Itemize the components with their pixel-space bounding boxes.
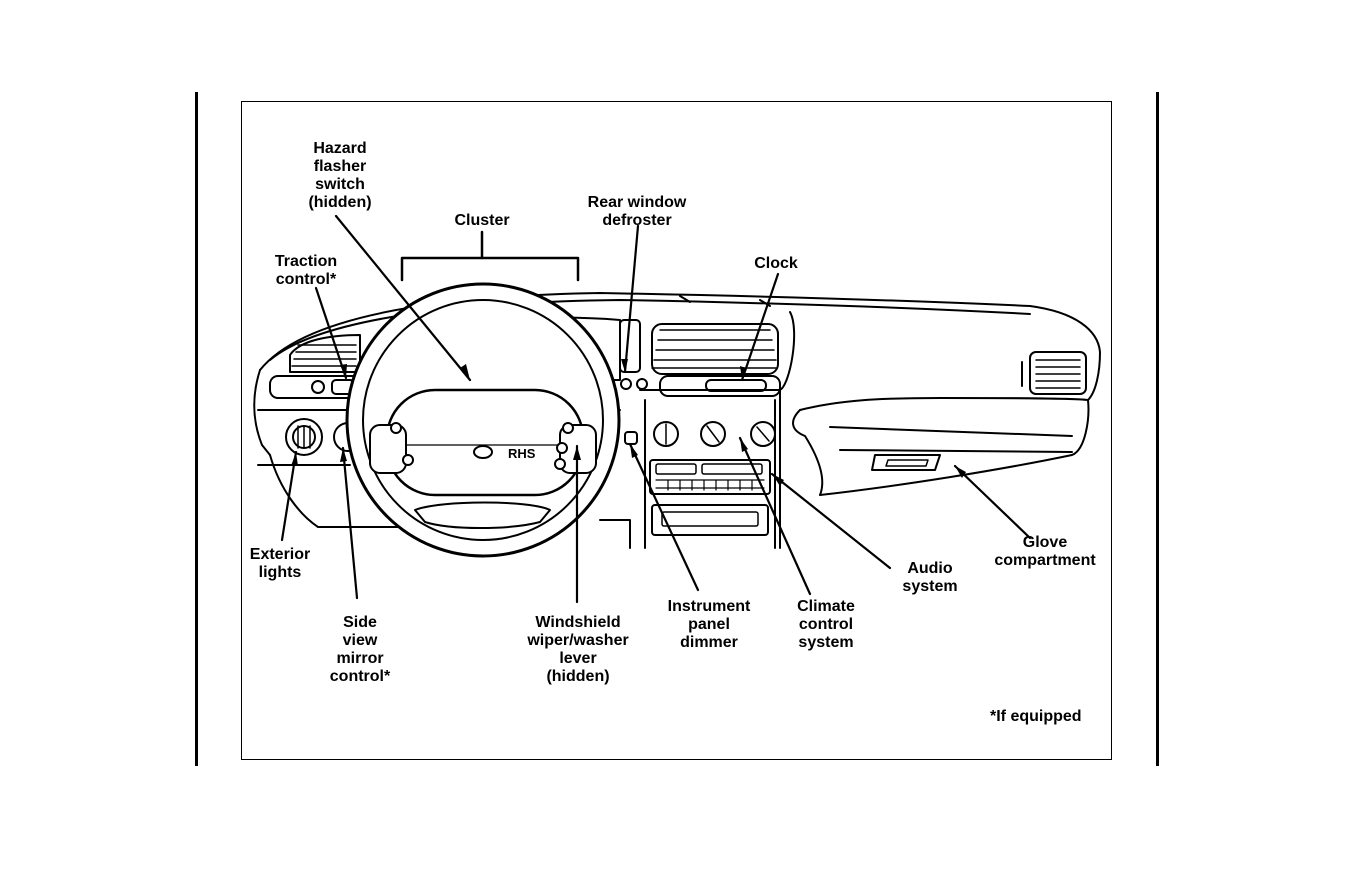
- label-clock: Clock: [740, 255, 812, 273]
- label-cluster: Cluster: [430, 212, 534, 230]
- label-instrument-panel-dimmer: Instrument panel dimmer: [656, 598, 762, 652]
- label-side-view-mirror-control: Side view mirror control*: [314, 614, 406, 686]
- steering-wheel: [347, 284, 619, 556]
- wheel-badge: RHS: [508, 446, 536, 461]
- label-hazard-flasher-switch: Hazard flasher switch (hidden): [290, 140, 390, 212]
- leader-clock: [742, 274, 778, 380]
- leader-traction: [316, 288, 346, 378]
- leader-rear-defroster: [625, 226, 638, 372]
- leader-side-mirror: [343, 448, 357, 598]
- label-rear-window-defroster: Rear window defroster: [574, 194, 700, 230]
- label-traction-control: Traction control*: [258, 253, 354, 289]
- label-windshield-wiper-lever: Windshield wiper/washer lever (hidden): [516, 614, 640, 686]
- label-glove-compartment: Glove compartment: [982, 534, 1108, 570]
- label-climate-control-system: Climate control system: [782, 598, 870, 652]
- leader-glove: [955, 466, 1030, 538]
- climate-knobs: [654, 422, 775, 446]
- label-audio-system: Audio system: [886, 560, 974, 596]
- cluster-bracket: [402, 232, 578, 280]
- footnote-if-equipped: *If equipped: [990, 708, 1082, 726]
- leader-dimmer: [630, 444, 698, 590]
- label-exterior-lights: Exterior lights: [238, 546, 322, 582]
